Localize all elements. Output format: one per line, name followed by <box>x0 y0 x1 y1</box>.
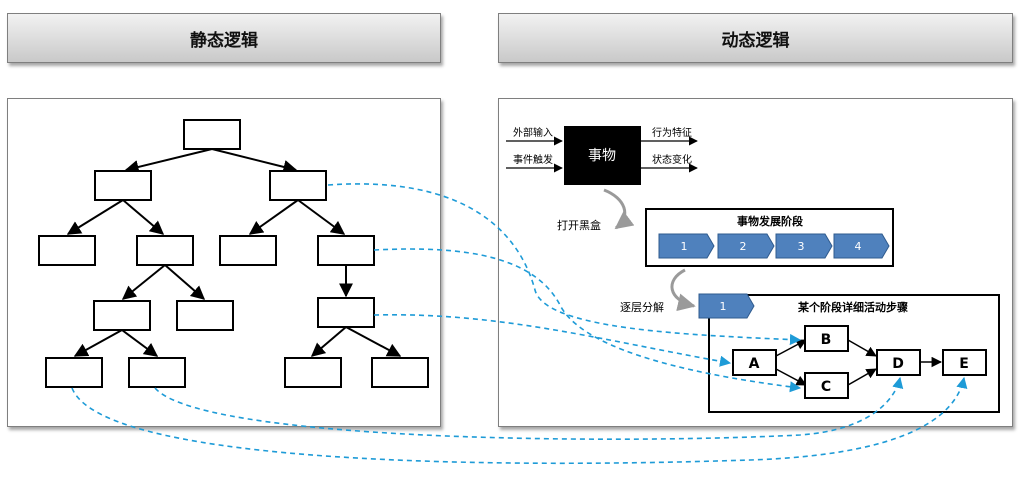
input-label-external: 外部输入 <box>513 126 553 139</box>
tree-node <box>94 170 152 201</box>
open-box-label: 打开黑盒 <box>557 218 601 232</box>
mapping-connectors <box>71 183 968 465</box>
tree-edge <box>310 326 347 357</box>
flow-edge <box>847 368 877 386</box>
flow-node-b <box>804 325 849 352</box>
flow-node-d <box>876 349 921 376</box>
tree-node <box>371 357 429 388</box>
tree-node <box>45 357 103 388</box>
open-box-arrow <box>603 188 635 230</box>
detail-stage-tag <box>698 293 755 319</box>
tree-node <box>38 235 96 266</box>
tree-node <box>219 235 277 266</box>
decompose-label: 逐层分解 <box>620 300 664 314</box>
black-box <box>564 126 641 185</box>
flow-node-c <box>804 372 849 399</box>
stages-title: 事物发展阶段 <box>737 214 803 228</box>
tree-edge <box>345 326 402 357</box>
tree-node <box>269 170 327 201</box>
decompose-arrow <box>670 268 696 312</box>
stage-label: 1 <box>681 240 688 253</box>
flow-node-a <box>732 349 777 376</box>
mapping-connector <box>373 248 802 393</box>
stage-chevron <box>658 233 715 259</box>
stage-chevron <box>833 233 890 259</box>
tree-node <box>128 357 186 388</box>
tree-edge <box>248 199 299 235</box>
flow-node-e-label: E <box>959 356 969 372</box>
tree-edge <box>73 329 123 357</box>
black-box-group: 事物 外部输入 事件触发 行为特征 状态变化 <box>506 126 698 185</box>
stage-label: 4 <box>855 240 862 253</box>
mapping-connector <box>154 376 904 440</box>
tree-node <box>136 235 194 266</box>
tree-node <box>317 297 375 328</box>
tree-node <box>284 357 342 388</box>
tree-edge <box>122 199 165 235</box>
dynamic-logic-header: 动态逻辑 <box>498 13 1013 63</box>
tree-node <box>183 119 241 150</box>
flow-node-c-label: C <box>821 379 831 395</box>
flow-node-b-label: B <box>821 332 832 348</box>
mapping-connector <box>327 183 802 346</box>
tree-edge <box>124 148 213 174</box>
input-label-event: 事件触发 <box>513 153 553 166</box>
mapping-connector <box>71 376 968 465</box>
tree-node <box>317 235 375 266</box>
output-label-behavior: 行为特征 <box>652 126 692 139</box>
static-tree <box>66 148 402 357</box>
tree-node <box>176 300 234 331</box>
tree-edge <box>297 199 346 235</box>
flow-node-a-label: A <box>749 356 760 372</box>
tree-edge <box>121 264 166 300</box>
tree-edge <box>121 329 159 357</box>
tree-node <box>93 300 151 331</box>
detail-title: 某个阶段详细活动步骤 <box>797 300 908 314</box>
static-tree-nodes <box>38 119 429 388</box>
tree-edge <box>164 264 206 300</box>
detail-box: 1 某个阶段详细活动步骤 A B C D E <box>698 293 1000 413</box>
stage-chevron <box>775 233 833 259</box>
detail-stage-tag-label: 1 <box>720 300 727 313</box>
tree-edge <box>66 199 124 235</box>
stages-box: 事物发展阶段 1 2 3 4 <box>645 208 894 267</box>
stage-label: 2 <box>740 240 747 253</box>
tree-edge <box>211 148 298 174</box>
flow-edge <box>847 339 877 357</box>
mapping-connector <box>373 313 732 367</box>
stage-chevron <box>717 233 775 259</box>
black-box-label: 事物 <box>588 148 616 164</box>
flow-node-e <box>942 349 987 376</box>
static-logic-header: 静态逻辑 <box>7 13 441 63</box>
output-label-state: 状态变化 <box>652 153 692 166</box>
flow-node-d-label: D <box>892 356 904 372</box>
stage-label: 3 <box>798 240 805 253</box>
